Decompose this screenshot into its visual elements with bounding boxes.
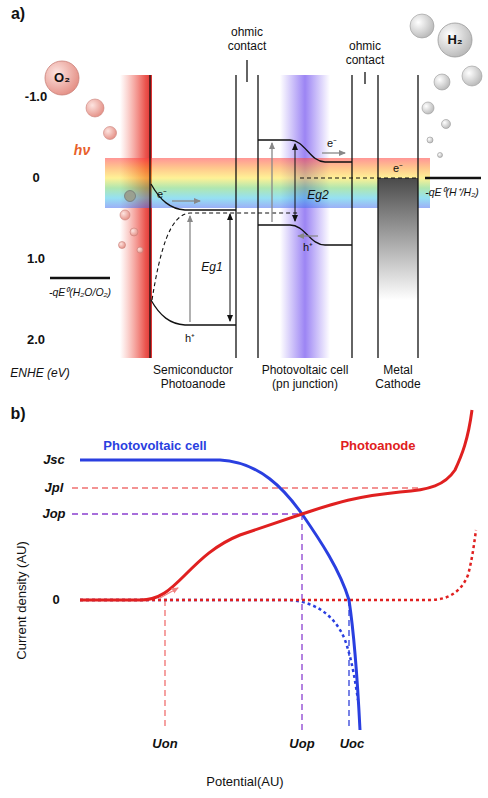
- potential-label: -qE⁰(H⁺/H₂): [425, 186, 478, 198]
- gas-label: O₂: [54, 71, 70, 86]
- carrier-label: e⁻: [393, 162, 403, 175]
- interface-label: ohmic contact: [340, 40, 390, 68]
- axis-tick: Jsc: [43, 453, 65, 468]
- axis-tick: 0: [32, 171, 39, 186]
- panel-label: b): [10, 405, 25, 423]
- axis-tick: 0: [52, 593, 59, 608]
- panel-label: a): [11, 5, 25, 23]
- curve-label: Photoanode: [340, 439, 415, 454]
- region-label: Metal Cathode: [372, 364, 424, 392]
- axis-tick: -1.0: [25, 90, 47, 105]
- axis-tick: Uon: [152, 737, 177, 752]
- region-label: Semiconductor Photoanode: [143, 364, 243, 392]
- bandgap-label: Eg2: [307, 189, 328, 203]
- potential-label: -qE⁰(H₂O/O₂): [49, 286, 111, 298]
- axis-tick: Uoc: [340, 737, 365, 752]
- axis-tick: Jop: [42, 507, 65, 522]
- axis-tick: 2.0: [27, 333, 45, 348]
- carrier-label: h⁺: [185, 332, 195, 345]
- axis-title: ENHE (eV): [10, 367, 69, 381]
- axis-tick: Uop: [289, 737, 314, 752]
- photon-label: hν: [74, 142, 90, 158]
- curve-label: Photovoltaic cell: [103, 439, 206, 454]
- carrier-label: h⁺: [303, 241, 313, 254]
- interface-label: ohmic contact: [222, 26, 272, 54]
- gas-label: H₂: [447, 33, 462, 48]
- bandgap-label: Eg1: [201, 261, 222, 275]
- axis-title: Current density (AU): [15, 541, 30, 659]
- region-label: Photovoltaic cell (pn junction): [253, 364, 357, 392]
- axis-tick: 1.0: [27, 252, 45, 267]
- carrier-label: e⁻: [327, 137, 337, 150]
- carrier-label: e⁻: [157, 188, 167, 201]
- axis-tick: Jpl: [45, 481, 64, 496]
- axis-title: Potential(AU): [206, 775, 283, 790]
